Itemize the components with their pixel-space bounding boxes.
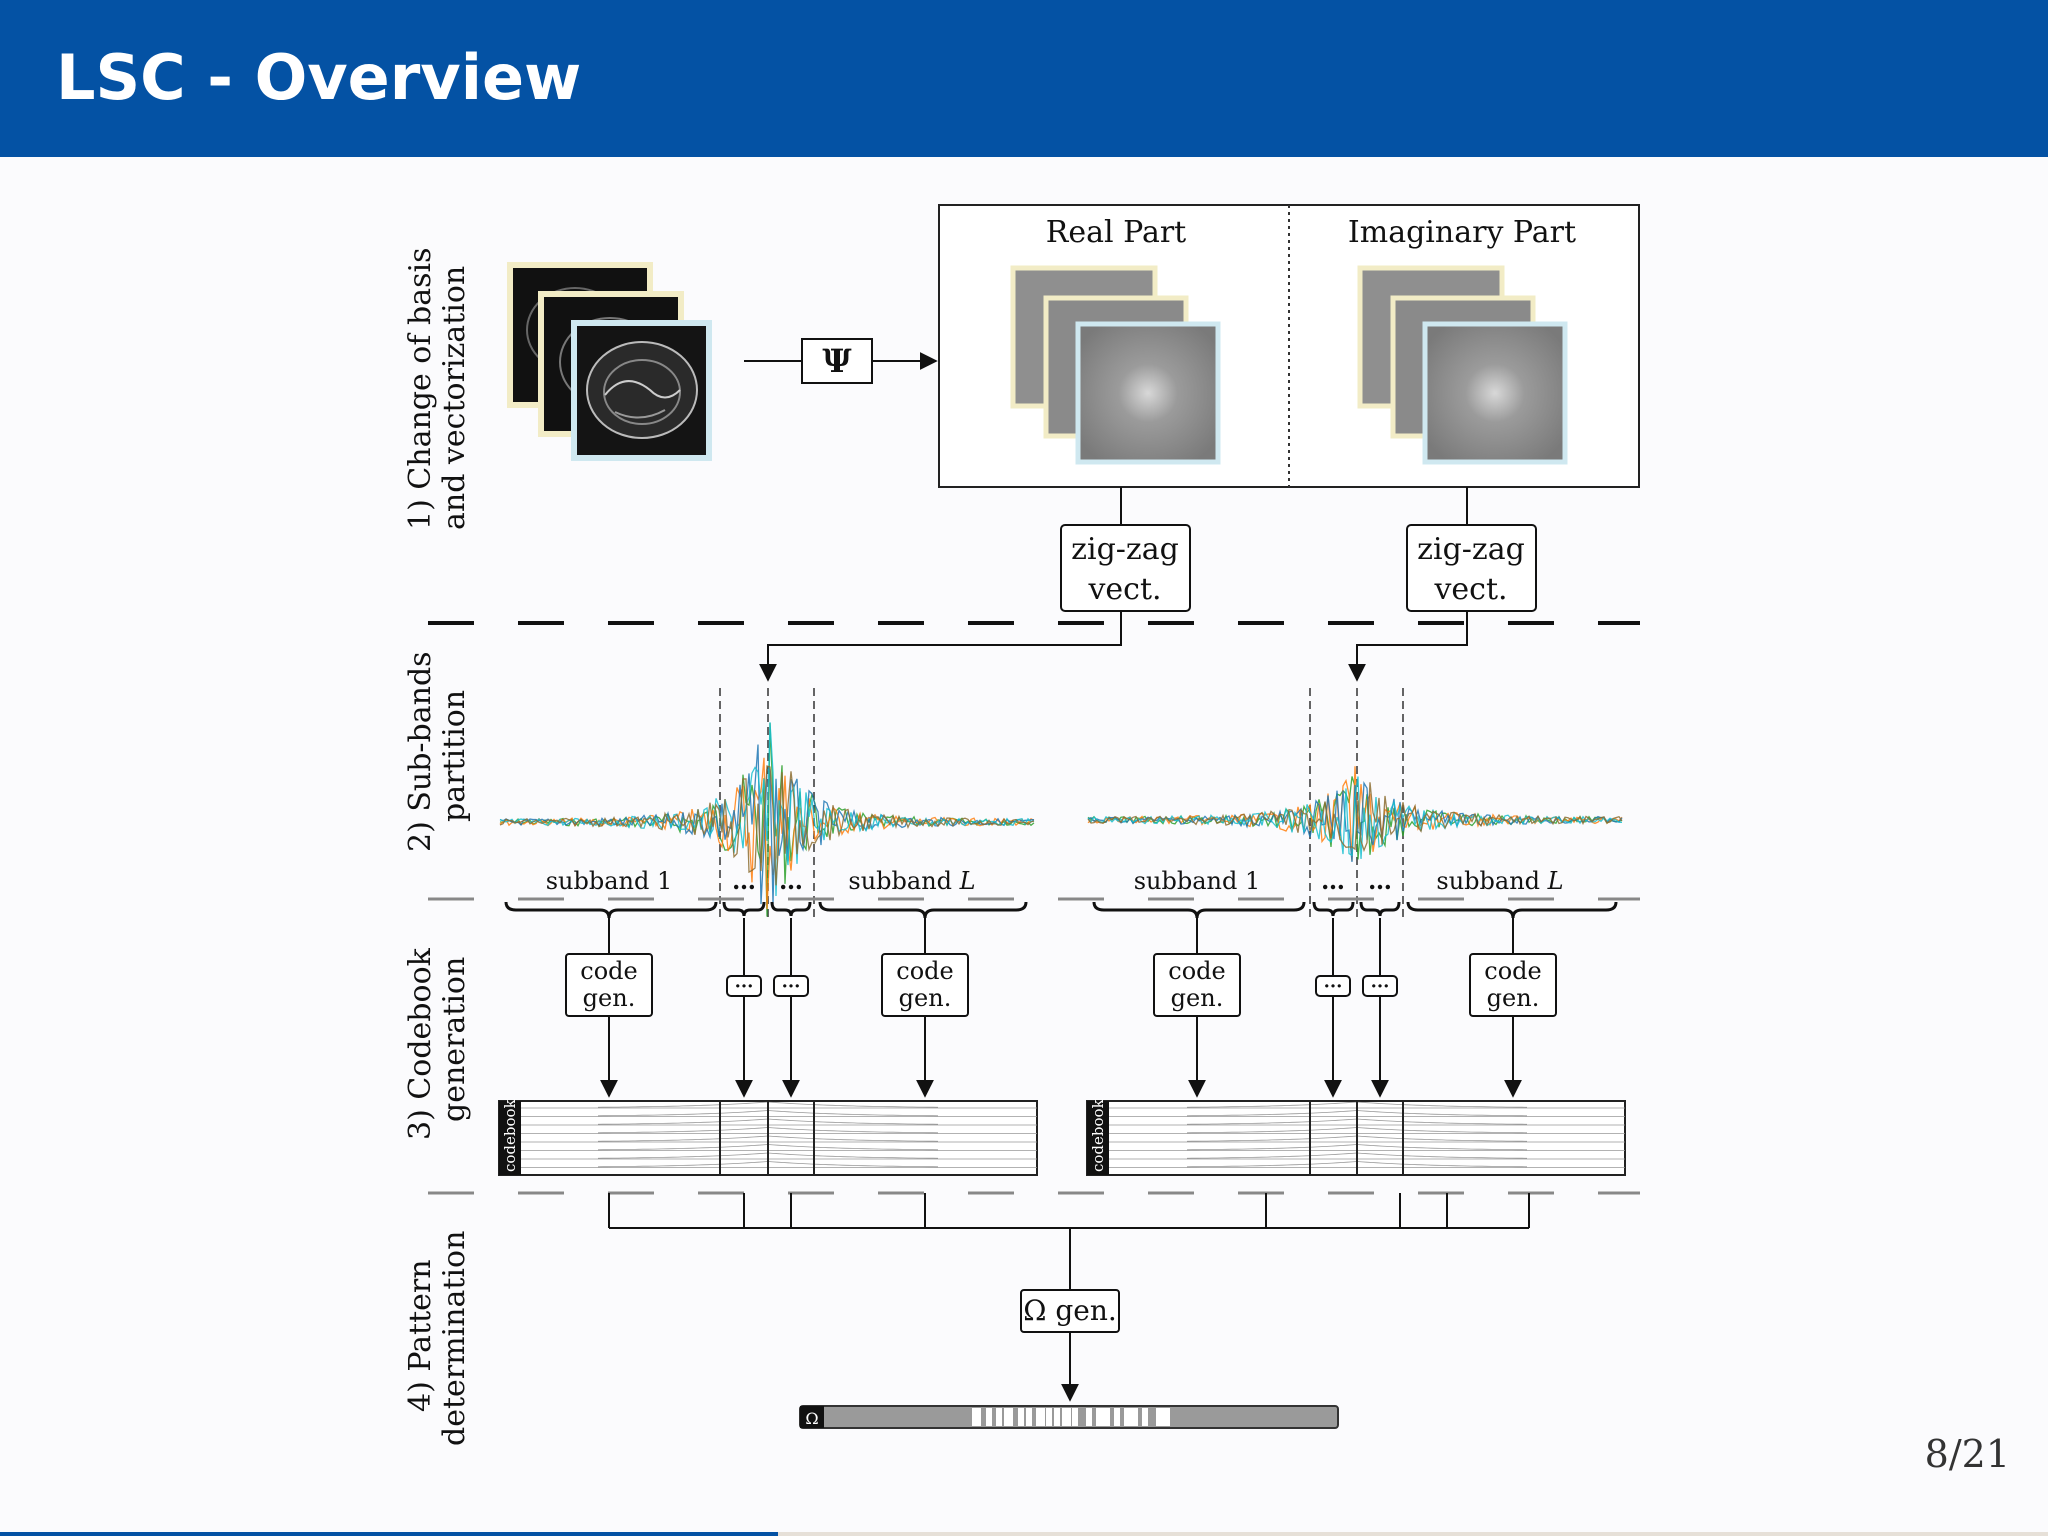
omega-gen-box xyxy=(1020,1289,1120,1333)
codebook-label-imag: codebook xyxy=(1089,1098,1107,1172)
stage-2-label-line2: partition xyxy=(437,690,472,822)
signal-trace xyxy=(1087,782,1623,853)
subband-1-label-imag: subband 1 xyxy=(1134,867,1261,895)
codebook-imag xyxy=(1086,1100,1626,1176)
dots-imag-b: … xyxy=(1368,866,1392,895)
subband-1-label-real: subband 1 xyxy=(546,867,673,895)
psi-symbol: Ψ xyxy=(822,342,852,380)
subband-L-label-real: subband L xyxy=(848,867,975,895)
pattern-sample xyxy=(1086,1408,1092,1426)
pattern-sample xyxy=(1114,1408,1120,1426)
ellipsis-imag-b: ··· xyxy=(1371,976,1390,997)
code-gen-box-imag-L xyxy=(1469,953,1557,1017)
pattern-sample xyxy=(1104,1408,1110,1426)
pattern-sample xyxy=(1124,1408,1133,1426)
page-number: 8/21 xyxy=(1924,1432,2010,1476)
slide-header xyxy=(0,0,2048,157)
ellipsis-box-imag-b xyxy=(1362,975,1398,997)
code-gen-real-1-line1: code xyxy=(580,957,637,985)
pattern-sample xyxy=(1004,1408,1013,1426)
pattern-sample xyxy=(1142,1408,1148,1426)
slide-title: LSC - Overview xyxy=(56,41,582,114)
mri-image-stack xyxy=(507,262,712,461)
code-gen-real-1-line2: gen. xyxy=(583,984,636,1012)
dots-imag-a: … xyxy=(1321,866,1345,895)
stage-4-label-line2: determination xyxy=(437,1231,472,1446)
ellipsis-box-real-b xyxy=(773,975,809,997)
ellipsis-box-real-a xyxy=(726,975,762,997)
omega-gen-label: Ω gen. xyxy=(1023,1294,1117,1327)
ellipsis-real-b: ··· xyxy=(782,976,801,997)
signal-trace xyxy=(499,765,1035,886)
progress-fill xyxy=(0,1532,779,1536)
code-gen-box-real-1 xyxy=(565,953,653,1017)
stage-3-label-line2: generation xyxy=(437,957,472,1122)
zigzag-imag-line1: zig-zag xyxy=(1417,532,1525,567)
pattern-sample xyxy=(1026,1408,1032,1426)
merge-lines xyxy=(608,1193,1530,1402)
code-gen-imag-L-line1: code xyxy=(1484,957,1541,985)
code-gen-box-imag-1 xyxy=(1153,953,1241,1017)
stage-1-label-line2: and vectorization xyxy=(437,266,472,530)
pattern-sample xyxy=(1096,1408,1105,1426)
real-signal-plot xyxy=(499,722,1035,917)
zigzag-real-line2: vect. xyxy=(1087,572,1161,607)
ellipsis-imag-a: ··· xyxy=(1324,976,1343,997)
sampling-pattern-bar xyxy=(799,1405,1339,1429)
pattern-sample xyxy=(1054,1408,1060,1426)
stage-1-label-line1: 1) Change of basis xyxy=(403,248,438,530)
imaginary-part-label: Imaginary Part xyxy=(1348,215,1576,250)
codebook-real xyxy=(498,1100,1038,1176)
imaginary-signal-plot xyxy=(1087,766,1623,862)
pattern-sample xyxy=(1072,1408,1078,1426)
zigzag-box-imag xyxy=(1406,524,1537,612)
progress-bar xyxy=(0,1532,2048,1536)
pattern-sample xyxy=(972,1408,981,1426)
code-gen-imag-1-line1: code xyxy=(1168,957,1225,985)
stage-4-label-line1: 4) Pattern xyxy=(403,1259,438,1412)
code-gen-real-L-line2: gen. xyxy=(899,984,952,1012)
pattern-sample xyxy=(1164,1408,1170,1426)
subband-braces xyxy=(504,901,1618,919)
imaginary-kspace-stack xyxy=(1357,265,1568,465)
zigzag-box-real xyxy=(1060,524,1191,612)
pattern-sample xyxy=(1132,1408,1138,1426)
code-gen-imag-L-line2: gen. xyxy=(1487,984,1540,1012)
subband-L-label-imag: subband L xyxy=(1436,867,1563,895)
dots-real-a: … xyxy=(732,866,756,895)
code-gen-real-L-line1: code xyxy=(896,957,953,985)
ellipsis-box-imag-a xyxy=(1315,975,1351,997)
pattern-sample xyxy=(1018,1408,1024,1426)
code-gen-box-real-L xyxy=(881,953,969,1017)
dots-real-b: … xyxy=(779,866,803,895)
zigzag-imag-line2: vect. xyxy=(1433,572,1507,607)
pattern-sample xyxy=(1046,1408,1052,1426)
stage-3-label-line1: 3) Codebook xyxy=(403,947,438,1140)
zigzag-real-line1: zig-zag xyxy=(1071,532,1179,567)
codebook-label-real: codebook xyxy=(501,1098,519,1172)
real-kspace-stack xyxy=(1010,265,1221,465)
omega-symbol: Ω xyxy=(805,1409,818,1428)
pattern-sample xyxy=(1062,1408,1071,1426)
code-gen-imag-1-line2: gen. xyxy=(1171,984,1224,1012)
signal-trace xyxy=(1087,776,1622,859)
pattern-sample xyxy=(1156,1408,1165,1426)
pattern-sample xyxy=(1036,1408,1045,1426)
partition-lines xyxy=(719,688,1404,920)
stage-2-label-line1: 2) Sub-bands xyxy=(403,651,438,852)
real-part-label: Real Part xyxy=(1046,215,1186,250)
ellipsis-real-a: ··· xyxy=(735,976,754,997)
pattern-sample xyxy=(996,1408,1002,1426)
pattern-sample xyxy=(986,1408,992,1426)
